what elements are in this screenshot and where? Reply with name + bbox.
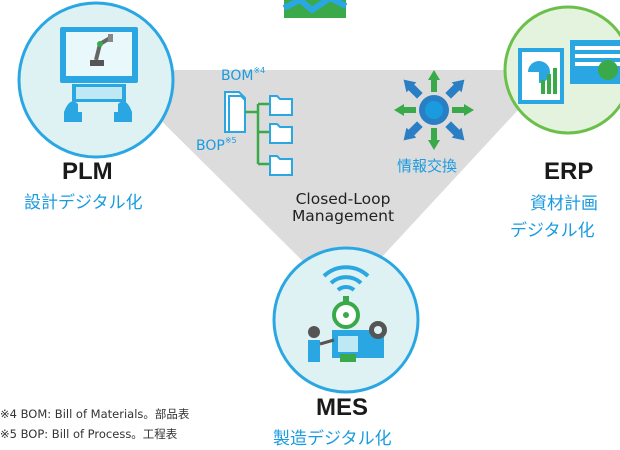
closed-loop-triangle [110, 70, 555, 300]
spreadsheet-chart-icon [518, 40, 620, 104]
folder-tree-icon [224, 91, 293, 176]
plm-subtitle: 設計デジタル化 [24, 193, 143, 213]
mes-circle [272, 246, 420, 394]
computer-robot-arm-icon [60, 27, 138, 122]
plm-circle [17, 1, 175, 159]
information-exchange-arrows-icon [394, 70, 474, 150]
footnote-bop: ※5 BOP: Bill of Process。工程表 [0, 427, 178, 441]
bop-label: BOP※5 [196, 136, 237, 154]
top-chart-logo-icon [282, 0, 348, 18]
information-exchange-label: 情報交換 [397, 157, 458, 175]
mes-title: MES [316, 394, 369, 421]
closed-loop-label: Closed-Loop Management [278, 191, 408, 225]
plm-title: PLM [62, 158, 113, 185]
mes-subtitle: 製造デジタル化 [273, 429, 392, 449]
erp-circle [503, 5, 620, 135]
closed-loop-label-line2: Management [291, 207, 395, 225]
erp-subtitle-line2: デジタル化 [510, 221, 595, 241]
factory-machine-wifi-icon [308, 265, 387, 362]
erp-title: ERP [544, 158, 594, 185]
bom-label: BOM※4 [221, 66, 266, 84]
footnote-bom: ※4 BOM: Bill of Materials。部品表 [0, 407, 190, 421]
erp-subtitle-line1: 資材計画 [530, 194, 598, 214]
closed-loop-label-line1: Closed-Loop [295, 190, 391, 208]
